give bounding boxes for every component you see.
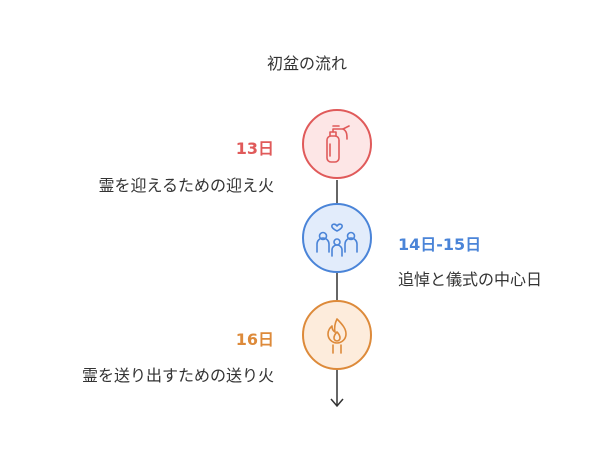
step-2-description: 追悼と儀式の中心日 [398, 270, 543, 289]
step-3-description: 霊を送り出すための送り火 [81, 366, 274, 385]
diagram-title: 初盆の流れ [266, 54, 347, 73]
step-3-node [302, 300, 372, 370]
step-1-node [302, 109, 372, 179]
family-heart-icon [316, 223, 358, 257]
step-1-description: 霊を迎えるための迎え火 [98, 176, 274, 195]
step-3-date: 16日 [235, 330, 274, 349]
fire-extinguisher-icon [326, 125, 350, 163]
step-1-date: 13日 [235, 139, 274, 158]
flame-torch-icon [327, 318, 347, 354]
arrow-down-icon [330, 398, 344, 408]
step-2-node [302, 203, 372, 273]
step-2-date: 14日-15日 [398, 235, 482, 254]
